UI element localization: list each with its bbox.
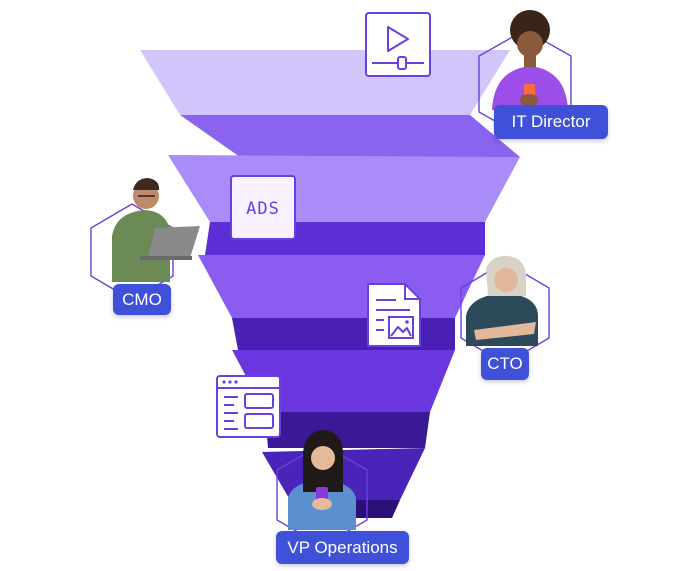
video-player-icon — [365, 12, 431, 77]
cto-badge: CTO — [481, 348, 529, 380]
cto-label: CTO — [487, 354, 523, 373]
funnel-band-3 — [198, 255, 485, 350]
funnel-band-1 — [140, 50, 520, 157]
document-image-icon — [367, 283, 421, 347]
funnel-band-2 — [168, 155, 520, 255]
woman-arms-crossed-avatar — [466, 255, 538, 346]
ads-icon: ADS — [230, 175, 296, 240]
web-layout-icon — [216, 375, 281, 438]
cmo-label: CMO — [122, 289, 162, 309]
funnel-band-4 — [232, 350, 455, 448]
cmo-badge: CMO — [113, 284, 171, 315]
it-director-label: IT Director — [511, 112, 591, 131]
it-director-badge: IT Director — [494, 105, 608, 139]
man-with-laptop-avatar — [112, 178, 200, 282]
vp-operations-badge: VP Operations — [276, 531, 409, 564]
woman-with-phone-avatar — [492, 10, 568, 110]
woman-with-phone-avatar — [288, 430, 356, 530]
ads-icon-text: ADS — [246, 199, 280, 219]
vp-operations-label: VP Operations — [287, 537, 398, 557]
